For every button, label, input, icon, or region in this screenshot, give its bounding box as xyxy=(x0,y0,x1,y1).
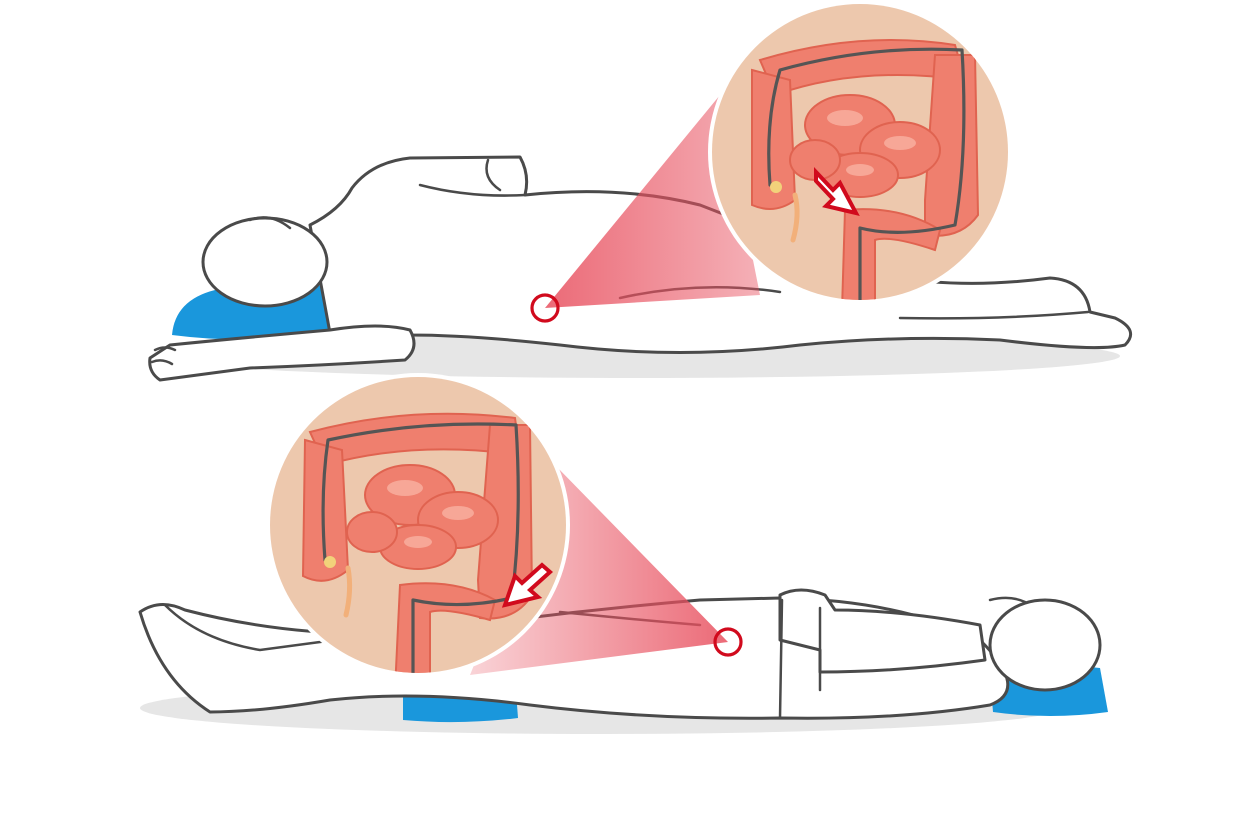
pointer-arrow-icon-bottom xyxy=(501,562,554,608)
panel-left-lateral xyxy=(148,0,1133,382)
panel-supine xyxy=(138,373,1108,734)
focus-beam-top xyxy=(545,95,760,308)
magnifier-top xyxy=(708,0,1012,304)
pointer-arrow-icon xyxy=(814,166,860,216)
colonoscope-bottom xyxy=(321,422,520,673)
magnifier-bottom xyxy=(266,373,570,677)
head-bottom xyxy=(988,598,1102,692)
focus-marker-icon xyxy=(530,293,560,323)
focus-marker-icon-bottom xyxy=(713,627,743,657)
head-top xyxy=(201,216,329,308)
colonoscope-top xyxy=(767,47,966,300)
